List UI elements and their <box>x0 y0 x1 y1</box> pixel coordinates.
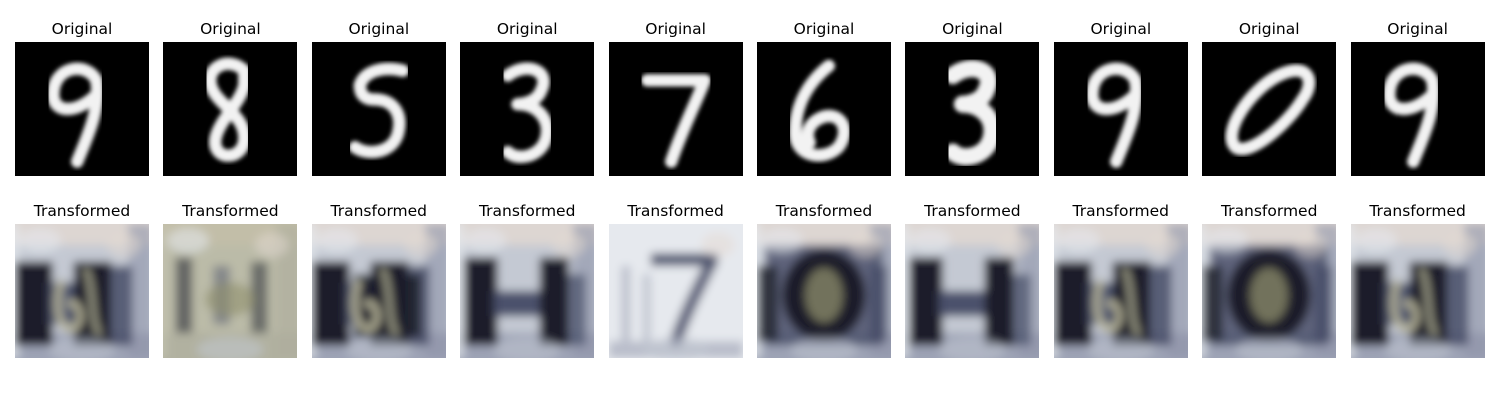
transformed-image <box>311 224 446 358</box>
transformed-image <box>1053 224 1188 358</box>
original-title: Original <box>1238 20 1300 38</box>
original-title: Original <box>1090 20 1152 38</box>
original-title: Original <box>200 20 261 38</box>
original-title: Original <box>1387 20 1448 38</box>
transformed-image <box>757 224 891 358</box>
transformed-title: Transformed <box>330 202 428 220</box>
original-digit-image <box>905 42 1040 176</box>
transformed-title: Transformed <box>924 202 1021 220</box>
original-digit-image <box>1053 42 1188 176</box>
transformed-title: Transformed <box>1369 202 1466 220</box>
original-title: Original <box>496 20 558 38</box>
original-title: Original <box>51 20 113 38</box>
transformed-image <box>163 224 298 358</box>
original-digit-image <box>460 42 595 176</box>
transformed-title: Transformed <box>33 202 131 220</box>
transformed-title: Transformed <box>775 202 873 220</box>
transformed-image <box>1350 224 1485 358</box>
transformed-title: Transformed <box>627 202 724 220</box>
transformed-image <box>905 224 1040 358</box>
transformed-image <box>1202 224 1337 358</box>
original-title: Original <box>348 20 410 38</box>
transformed-image <box>15 224 149 358</box>
original-digit-image <box>757 42 891 176</box>
original-title: Original <box>645 20 706 38</box>
original-digit-image <box>1350 42 1485 176</box>
original-digit-image <box>1202 42 1337 176</box>
original-title: Original <box>793 20 855 38</box>
original-title: Original <box>942 20 1003 38</box>
transformed-image <box>608 224 743 358</box>
original-digit-image <box>163 42 298 176</box>
transformed-title: Transformed <box>1072 202 1170 220</box>
original-digit-image <box>311 42 446 176</box>
original-digit-image <box>608 42 743 176</box>
transformed-title: Transformed <box>182 202 279 220</box>
transformed-image <box>460 224 595 358</box>
original-digit-image <box>15 42 149 176</box>
transformed-title: Transformed <box>1220 202 1318 220</box>
transformed-title: Transformed <box>478 202 576 220</box>
